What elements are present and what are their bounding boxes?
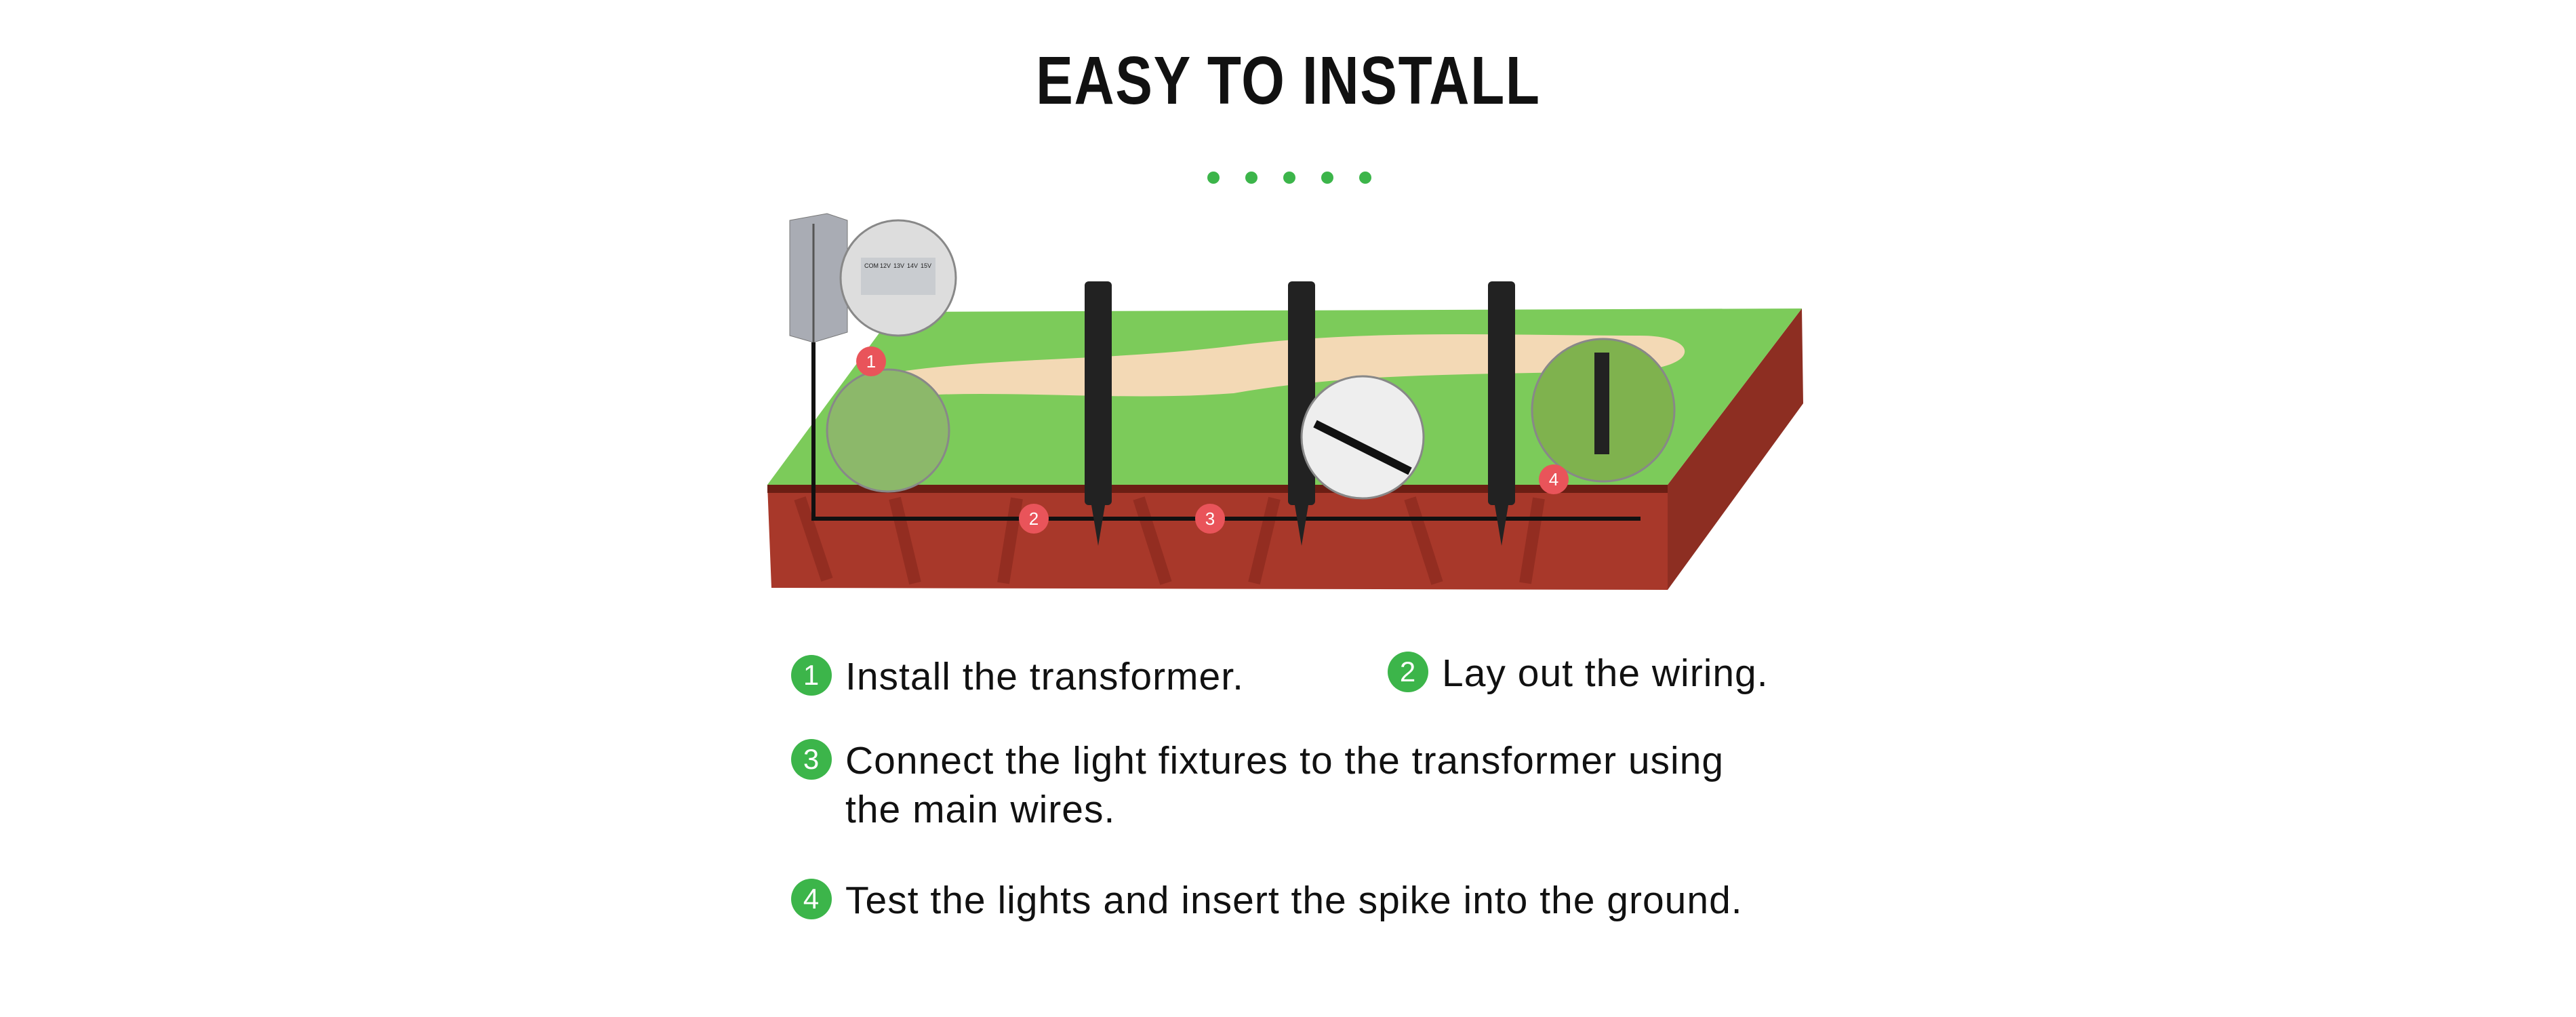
dot xyxy=(1359,172,1371,184)
installation-illustration: 1 2 3 4 COM 12V 13V 14V 15V xyxy=(767,213,1803,590)
transformer-box xyxy=(789,213,848,343)
svg-text:2: 2 xyxy=(1029,509,1039,529)
svg-text:12V: 12V xyxy=(880,262,891,269)
step-number-badge: 4 xyxy=(791,879,832,919)
step-3: 3 Connect the light fixtures to the tran… xyxy=(791,736,1724,834)
step-4: 4 Test the lights and insert the spike i… xyxy=(791,876,1743,925)
step-text: Test the lights and insert the spike int… xyxy=(845,879,1743,922)
soil-side xyxy=(1668,308,1803,590)
svg-text:1: 1 xyxy=(866,351,876,372)
step-2: 2 Lay out the wiring. xyxy=(1388,649,1769,698)
garden-path xyxy=(841,334,1685,403)
dot xyxy=(1245,172,1257,184)
terminal-labels: COM 12V 13V 14V 15V xyxy=(864,262,931,269)
page-title: EASY TO INSTALL xyxy=(1036,43,1541,119)
step-text-continued: the main wires. xyxy=(845,788,1116,831)
dot xyxy=(1321,172,1333,184)
soil-front xyxy=(767,485,1668,590)
wire-detail-circle xyxy=(826,368,950,493)
light-stakes xyxy=(1085,281,1515,546)
step-number-badge: 3 xyxy=(791,739,832,780)
svg-text:4: 4 xyxy=(1549,469,1558,490)
step-text: Connect the light fixtures to the transf… xyxy=(845,739,1725,782)
step-1: 1 Install the transformer. xyxy=(791,652,1244,701)
svg-text:13V: 13V xyxy=(893,262,904,269)
svg-text:14V: 14V xyxy=(907,262,918,269)
step-text: Install the transformer. xyxy=(845,655,1244,698)
connector-detail-circle xyxy=(1300,375,1425,500)
decorative-dots xyxy=(1207,172,1371,184)
main-wire xyxy=(811,342,1641,521)
dot xyxy=(1207,172,1220,184)
step-number-badge: 1 xyxy=(791,655,832,696)
step-markers: 1 2 3 4 xyxy=(856,346,1569,534)
dot xyxy=(1283,172,1295,184)
svg-text:COM: COM xyxy=(864,262,879,269)
svg-text:15V: 15V xyxy=(921,262,931,269)
step-text: Lay out the wiring. xyxy=(1442,652,1769,695)
step-number-badge: 2 xyxy=(1388,652,1428,692)
svg-text:3: 3 xyxy=(1205,509,1215,529)
